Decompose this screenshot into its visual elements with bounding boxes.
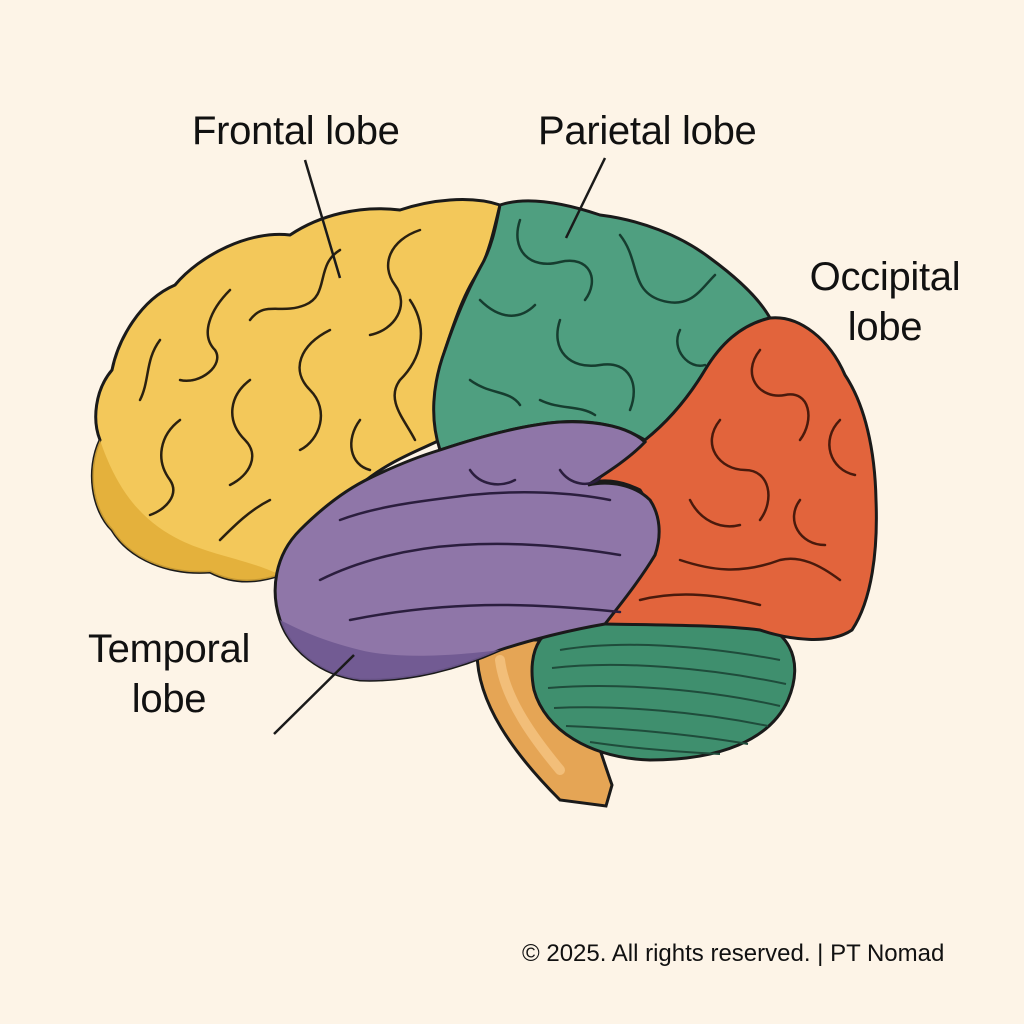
temporal-lobe-label-line1: Temporal xyxy=(87,627,251,671)
temporal-lobe-shade xyxy=(280,620,500,681)
frontal-lobe-label: Frontal lobe xyxy=(192,106,400,156)
temporal-lobe-label: Temporal lobe xyxy=(76,624,262,724)
occipital-lobe-label: Occipital lobe xyxy=(795,252,975,352)
frontal-lobe-label-text: Frontal lobe xyxy=(192,109,400,153)
parietal-lobe-label-text: Parietal lobe xyxy=(538,109,757,153)
temporal-callout-line xyxy=(273,654,355,735)
frontal-lobe-shade xyxy=(92,440,281,581)
copyright-footer: © 2025. All rights reserved. | PT Nomad xyxy=(522,940,945,967)
cerebellum-folds xyxy=(547,643,787,755)
temporal-gyri xyxy=(318,468,622,622)
parietal-lobe-label: Parietal lobe xyxy=(538,106,757,156)
parietal-gyri xyxy=(468,218,717,417)
temporal-lobe-label-line2: lobe xyxy=(131,677,207,721)
brainstem-highlight xyxy=(495,655,565,775)
parietal-callout-line xyxy=(564,157,607,239)
occipital-lobe-label-line1: Occipital xyxy=(809,255,961,299)
occipital-lobe-label-line2: lobe xyxy=(847,305,923,349)
frontal-gyri xyxy=(138,228,423,542)
occipital-gyri xyxy=(638,348,857,607)
frontal-callout-line xyxy=(303,159,342,279)
